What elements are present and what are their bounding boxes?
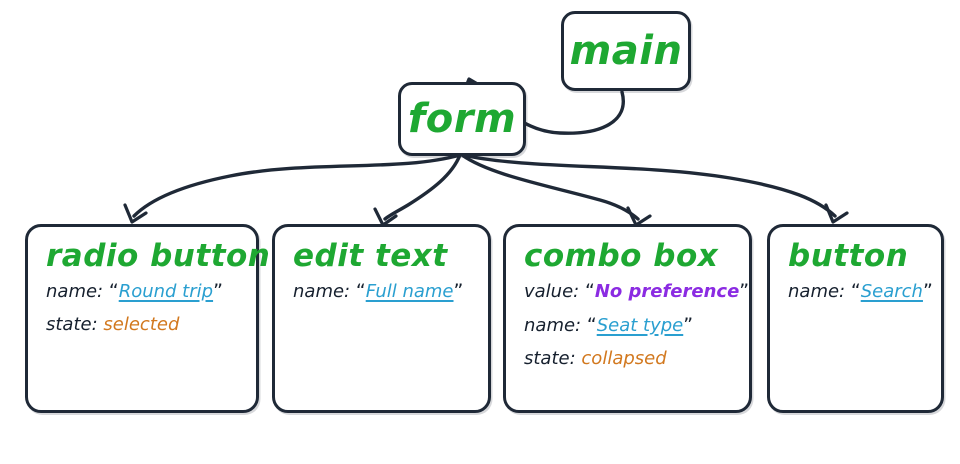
prop-key: state: [46,314,98,335]
prop-value: collapsed [581,348,667,369]
prop-key: name: [293,281,351,302]
prop-value[interactable]: Round trip [118,281,214,302]
node-form[interactable]: form [398,82,526,156]
node-main-role: main [569,28,683,74]
prop-value[interactable]: Seat type [596,315,684,336]
prop-key: value: [524,281,580,302]
prop-key: name: [788,281,846,302]
close-quote: ” [683,314,694,336]
prop-key: name: [46,281,104,302]
node-combo-box[interactable]: combo box value: “No preference” name: “… [503,224,752,413]
prop-key: state: [524,348,576,369]
open-quote: “ [355,280,366,302]
node-button[interactable]: button name: “Search” [767,224,944,413]
open-quote: “ [584,280,595,302]
prop-value: selected [103,314,180,335]
prop-row: state: collapsed [524,350,739,368]
prop-value[interactable]: Full name [365,281,454,302]
prop-key: name: [524,315,582,336]
prop-row: state: selected [46,316,246,334]
prop-value[interactable]: No preference [594,281,740,302]
open-quote: “ [850,280,861,302]
edge-form-to-radio-button [123,153,462,224]
prop-row: name: “Seat type” [524,316,739,335]
prop-row: name: “Full name” [293,282,478,301]
node-combo-box-role: combo box [524,238,719,274]
node-main[interactable]: main [561,11,691,91]
node-radio-button[interactable]: radio button name: “Round trip” state: s… [25,224,271,413]
prop-row: name: “Search” [788,280,933,302]
node-edit-text[interactable]: edit text name: “Full name” [272,224,491,413]
node-form-role: form [407,96,517,142]
edge-form-to-button [461,153,849,224]
close-quote: ” [453,280,464,302]
node-edit-text-props: name: “Full name” [293,282,478,301]
node-radio-button-role: radio button [46,238,271,274]
prop-value[interactable]: Search [860,281,923,302]
close-quote: ” [922,280,933,302]
node-combo-box-props: value: “No preference” name: “Seat type”… [524,280,749,368]
open-quote: “ [108,280,119,302]
node-edit-text-role: edit text [293,238,448,274]
edge-form-to-edit-text [373,153,462,227]
close-quote: ” [213,280,223,302]
open-quote: “ [586,314,597,336]
close-quote: ” [739,280,750,302]
prop-row: value: “No preference” [524,280,749,302]
prop-row: name: “Round trip” [46,282,246,301]
edge-form-to-combo-box [460,153,652,227]
node-button-role: button [788,238,909,274]
node-radio-button-props: name: “Round trip” state: selected [46,282,246,334]
node-button-props: name: “Search” [788,280,933,302]
